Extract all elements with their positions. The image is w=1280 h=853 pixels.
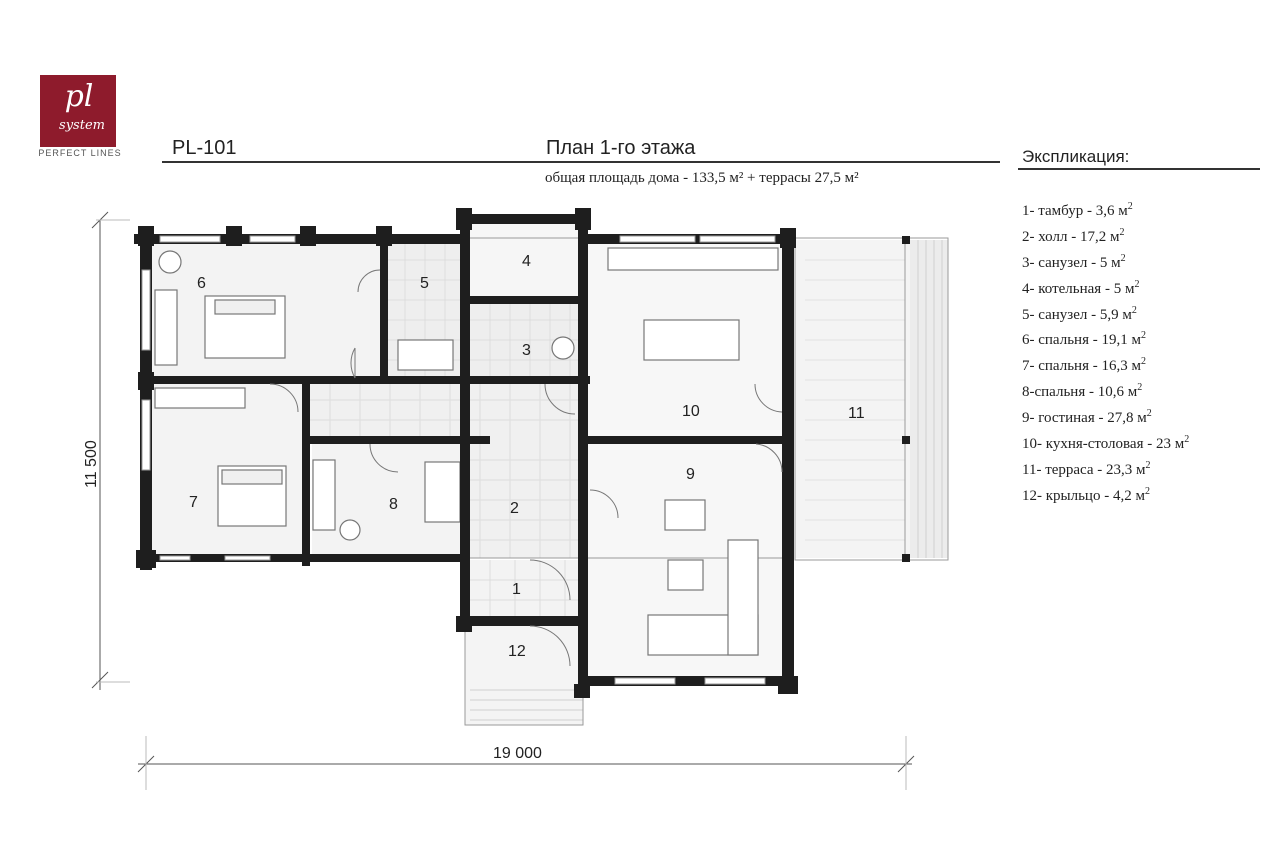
- legend-item-label: 6- спальня - 19,1 м: [1022, 332, 1141, 349]
- chair-icon: [158, 250, 182, 274]
- legend-item-sup: 2: [1144, 485, 1150, 497]
- wardrobe-room-7: [154, 387, 246, 409]
- legend-item: 4- котельная - 5 м2: [1022, 274, 1189, 300]
- header-rule: [162, 161, 1000, 163]
- logo-subtext: system: [59, 118, 105, 133]
- furniture: [154, 247, 779, 656]
- legend-item: 1- тамбур - 3,6 м2: [1022, 196, 1189, 222]
- legend-item-sup: 2: [1131, 304, 1137, 316]
- room-label-11: 11: [848, 405, 865, 422]
- legend-item: 2- холл - 17,2 м2: [1022, 222, 1189, 248]
- project-code: PL-101: [172, 137, 237, 159]
- legend-rule: [1018, 168, 1260, 170]
- legend-item: 7- спальня - 16,3 м2: [1022, 351, 1189, 377]
- terrace-boards: [470, 240, 943, 721]
- room-label-9: 9: [686, 466, 695, 483]
- legend-item-sup: 2: [1119, 226, 1125, 238]
- coffee-table: [667, 559, 704, 591]
- door-swings: [269, 269, 783, 667]
- sink-icon: [551, 336, 575, 360]
- legend-item-sup: 2: [1120, 252, 1126, 264]
- wardrobe-room-8: [312, 459, 336, 531]
- legend-list: 1- тамбур - 3,6 м2 2- холл - 17,2 м2 3- …: [1022, 196, 1189, 507]
- legend-item-sup: 2: [1145, 459, 1151, 471]
- room-labels: 6 5 4 3 10 11 9 7 8 2 1 12: [189, 253, 865, 660]
- floor-room-1: [470, 560, 588, 620]
- sofa-side: [727, 539, 759, 656]
- legend-item-label: 11- терраса - 23,3 м: [1022, 461, 1146, 478]
- room-label-2: 2: [510, 500, 519, 517]
- legend-item: 11- терраса - 23,3 м2: [1022, 455, 1189, 481]
- legend-item: 8-спальня - 10,6 м2: [1022, 377, 1189, 403]
- floor-room-12: [465, 625, 583, 725]
- room-label-8: 8: [389, 496, 398, 513]
- legend-item-sup: 2: [1146, 408, 1152, 420]
- dining-table: [643, 319, 740, 361]
- legend-item: 6- спальня - 19,1 м2: [1022, 325, 1189, 351]
- room-label-10: 10: [682, 403, 700, 420]
- room-label-5: 5: [420, 275, 429, 292]
- room-label-4: 4: [522, 253, 531, 270]
- legend-item-label: 9- гостиная - 27,8 м: [1022, 410, 1147, 427]
- legend-item: 3- санузел - 5 м2: [1022, 248, 1189, 274]
- legend-item-sup: 2: [1137, 382, 1143, 394]
- tile-grid: [308, 240, 588, 620]
- legend-item-sup: 2: [1140, 356, 1146, 368]
- room-label-3: 3: [522, 342, 531, 359]
- kitchen-counter: [607, 247, 779, 271]
- room-label-6: 6: [197, 275, 206, 292]
- legend-item: 9- гостиная - 27,8 м2: [1022, 403, 1189, 429]
- legend-item-label: 2- холл - 17,2 м: [1022, 228, 1120, 245]
- room-label-12: 12: [508, 643, 526, 660]
- legend-item-label: 10- кухня-столовая - 23 м: [1022, 436, 1185, 453]
- legend-item-label: 12- крыльцо - 4,2 м: [1022, 487, 1145, 504]
- floor-room-11: [795, 240, 910, 558]
- legend-item-label: 4- котельная - 5 м: [1022, 280, 1135, 297]
- bathtub: [397, 339, 454, 371]
- room-label-7: 7: [189, 494, 198, 511]
- bed-room-8: [424, 461, 461, 523]
- room-label-1: 1: [512, 581, 521, 598]
- wardrobe-room-6: [154, 289, 178, 366]
- dimension-height-label: 11 500: [83, 440, 100, 488]
- legend-item: 5- санузел - 5,9 м2: [1022, 300, 1189, 326]
- tv-unit: [664, 499, 706, 531]
- legend-title: Экспликация:: [1022, 147, 1130, 166]
- windows: [141, 235, 776, 685]
- legend-item-sup: 2: [1140, 330, 1146, 342]
- logo-tagline: PERFECT LINES: [38, 148, 122, 158]
- legend-item-label: 7- спальня - 16,3 м: [1022, 358, 1141, 375]
- chair-icon-8: [339, 519, 361, 541]
- walls: [134, 208, 910, 698]
- legend-item-sup: 2: [1127, 201, 1133, 212]
- plan-title: План 1-го этажа: [546, 137, 696, 159]
- floor-corridor: [308, 382, 588, 440]
- legend-item-sup: 2: [1184, 434, 1190, 446]
- legend-item-label: 5- санузел - 5,9 м: [1022, 306, 1132, 323]
- plan-subtitle: общая площадь дома - 133,5 м² + террасы …: [545, 170, 859, 186]
- floor-room-4: [470, 220, 583, 300]
- dimension-width-label: 19 000: [493, 745, 542, 762]
- legend-item-label: 8-спальня - 10,6 м: [1022, 384, 1138, 401]
- logo-badge: [40, 75, 116, 147]
- legend-item-label: 3- санузел - 5 м: [1022, 254, 1121, 271]
- legend-item-label: 1- тамбур - 3,6 м: [1022, 203, 1128, 219]
- logo-mark: pl: [64, 79, 94, 114]
- legend-item-sup: 2: [1134, 278, 1140, 290]
- height-dimension: [91, 211, 130, 690]
- width-dimension: [137, 736, 915, 790]
- legend-item: 12- крыльцо - 4,2 м2: [1022, 481, 1189, 507]
- legend-item: 10- кухня-столовая - 23 м2: [1022, 429, 1189, 455]
